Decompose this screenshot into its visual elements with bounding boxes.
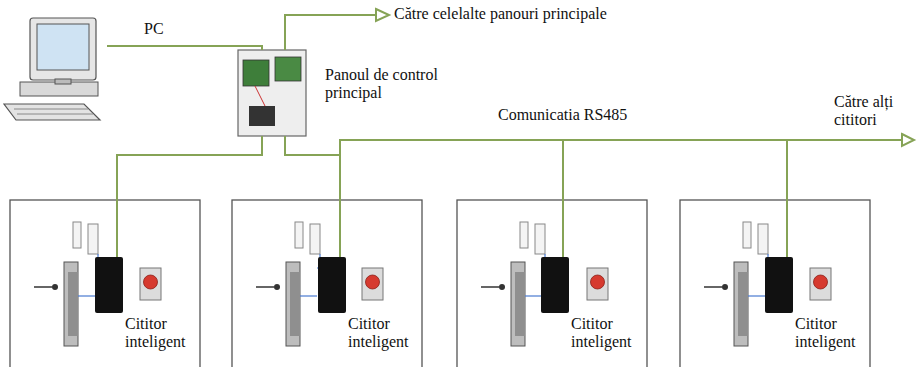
rs485-wire	[117, 136, 262, 257]
doors	[10, 200, 870, 367]
node-label: PC	[144, 20, 184, 38]
pc-node: PC	[2, 18, 107, 122]
node-label: Cititor inteligent	[795, 315, 885, 352]
node-label: Cititor inteligent	[571, 315, 661, 352]
reader-box: Cititor inteligent	[541, 257, 569, 313]
to-other-panels-arrow	[285, 9, 389, 50]
annotation-label: Către celelalte panouri principale	[394, 5, 607, 23]
annotation-label: Către alți cititori	[834, 93, 916, 130]
panel-illustration	[238, 50, 306, 136]
annotation-label: Comunicatia RS485	[498, 106, 627, 124]
reader-box: Cititor inteligent	[765, 257, 793, 313]
reader-box: Cititor inteligent	[318, 257, 346, 313]
main-panel-node: Panoul de control principal	[238, 50, 306, 136]
node-label: Panoul de control principal	[325, 66, 455, 103]
reader-box: Cititor inteligent	[95, 257, 123, 313]
rs485-wire	[107, 46, 262, 50]
node-label: Cititor inteligent	[125, 315, 215, 352]
rs485-wire	[285, 136, 787, 257]
pc-illustration	[4, 18, 100, 120]
to-other-readers-arrow	[787, 134, 914, 146]
node-label: Cititor inteligent	[348, 315, 438, 352]
